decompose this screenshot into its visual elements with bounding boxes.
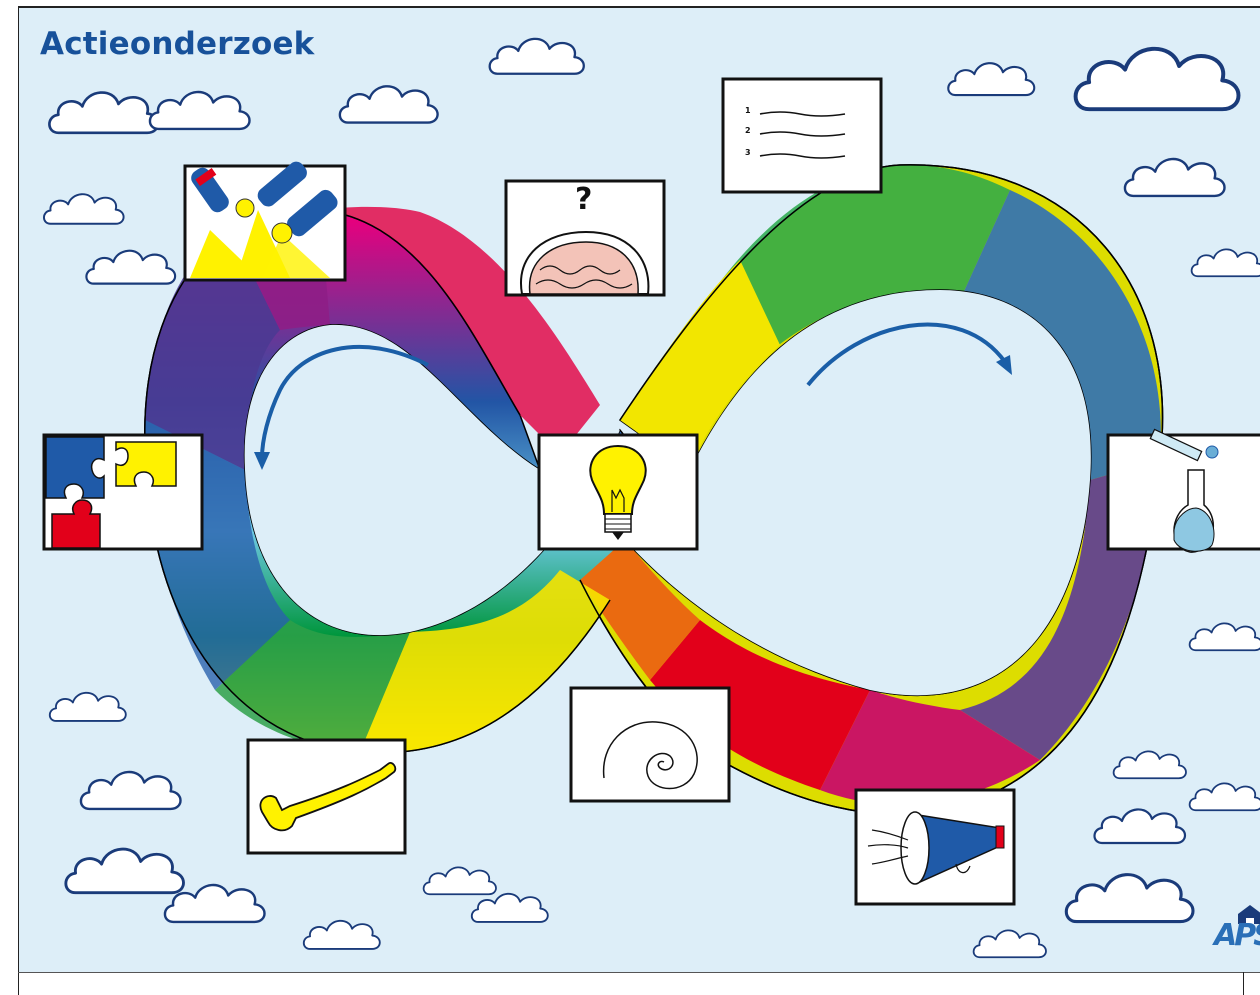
flask-icon	[1149, 428, 1219, 553]
direction-arrows	[254, 322, 1012, 470]
megaphone-icon	[867, 811, 1005, 885]
frame-bottom-line	[18, 972, 1260, 973]
wrench-icon	[259, 762, 397, 832]
frame-left-line	[18, 6, 19, 995]
flashlights-icon	[190, 161, 338, 278]
frame-top-line	[18, 6, 1260, 8]
list-number-2: 2	[745, 126, 751, 135]
poster-title: Actieonderzoek	[40, 26, 315, 62]
logo-house-icon	[1238, 905, 1260, 924]
frame-right-tick	[1243, 972, 1244, 995]
stage-card-wrench	[246, 738, 407, 855]
stage-card-brain-question	[504, 179, 666, 297]
spiral-icon	[602, 721, 698, 790]
list-number-3: 3	[745, 148, 751, 157]
brain-question-mark: ?	[575, 182, 593, 217]
stage-card-experiment	[1106, 428, 1260, 553]
arrow-left-icon	[260, 344, 429, 459]
list-number-1: 1	[745, 106, 751, 115]
brain-question-icon	[519, 230, 650, 295]
puzzle-icon	[45, 436, 177, 549]
numbered-list-icon	[759, 111, 846, 159]
lightbulb-icon	[589, 444, 647, 540]
aps-logo: APS	[1214, 918, 1260, 953]
stage-card-numbered-list	[721, 77, 883, 194]
arrow-right-icon	[806, 322, 1007, 387]
stage-card-spiral	[569, 686, 731, 803]
stage-card-megaphone	[854, 788, 1016, 906]
stage-card-puzzle	[42, 433, 204, 551]
stage-card-flashlights	[183, 161, 347, 282]
stage-card-lightbulb	[537, 433, 699, 551]
